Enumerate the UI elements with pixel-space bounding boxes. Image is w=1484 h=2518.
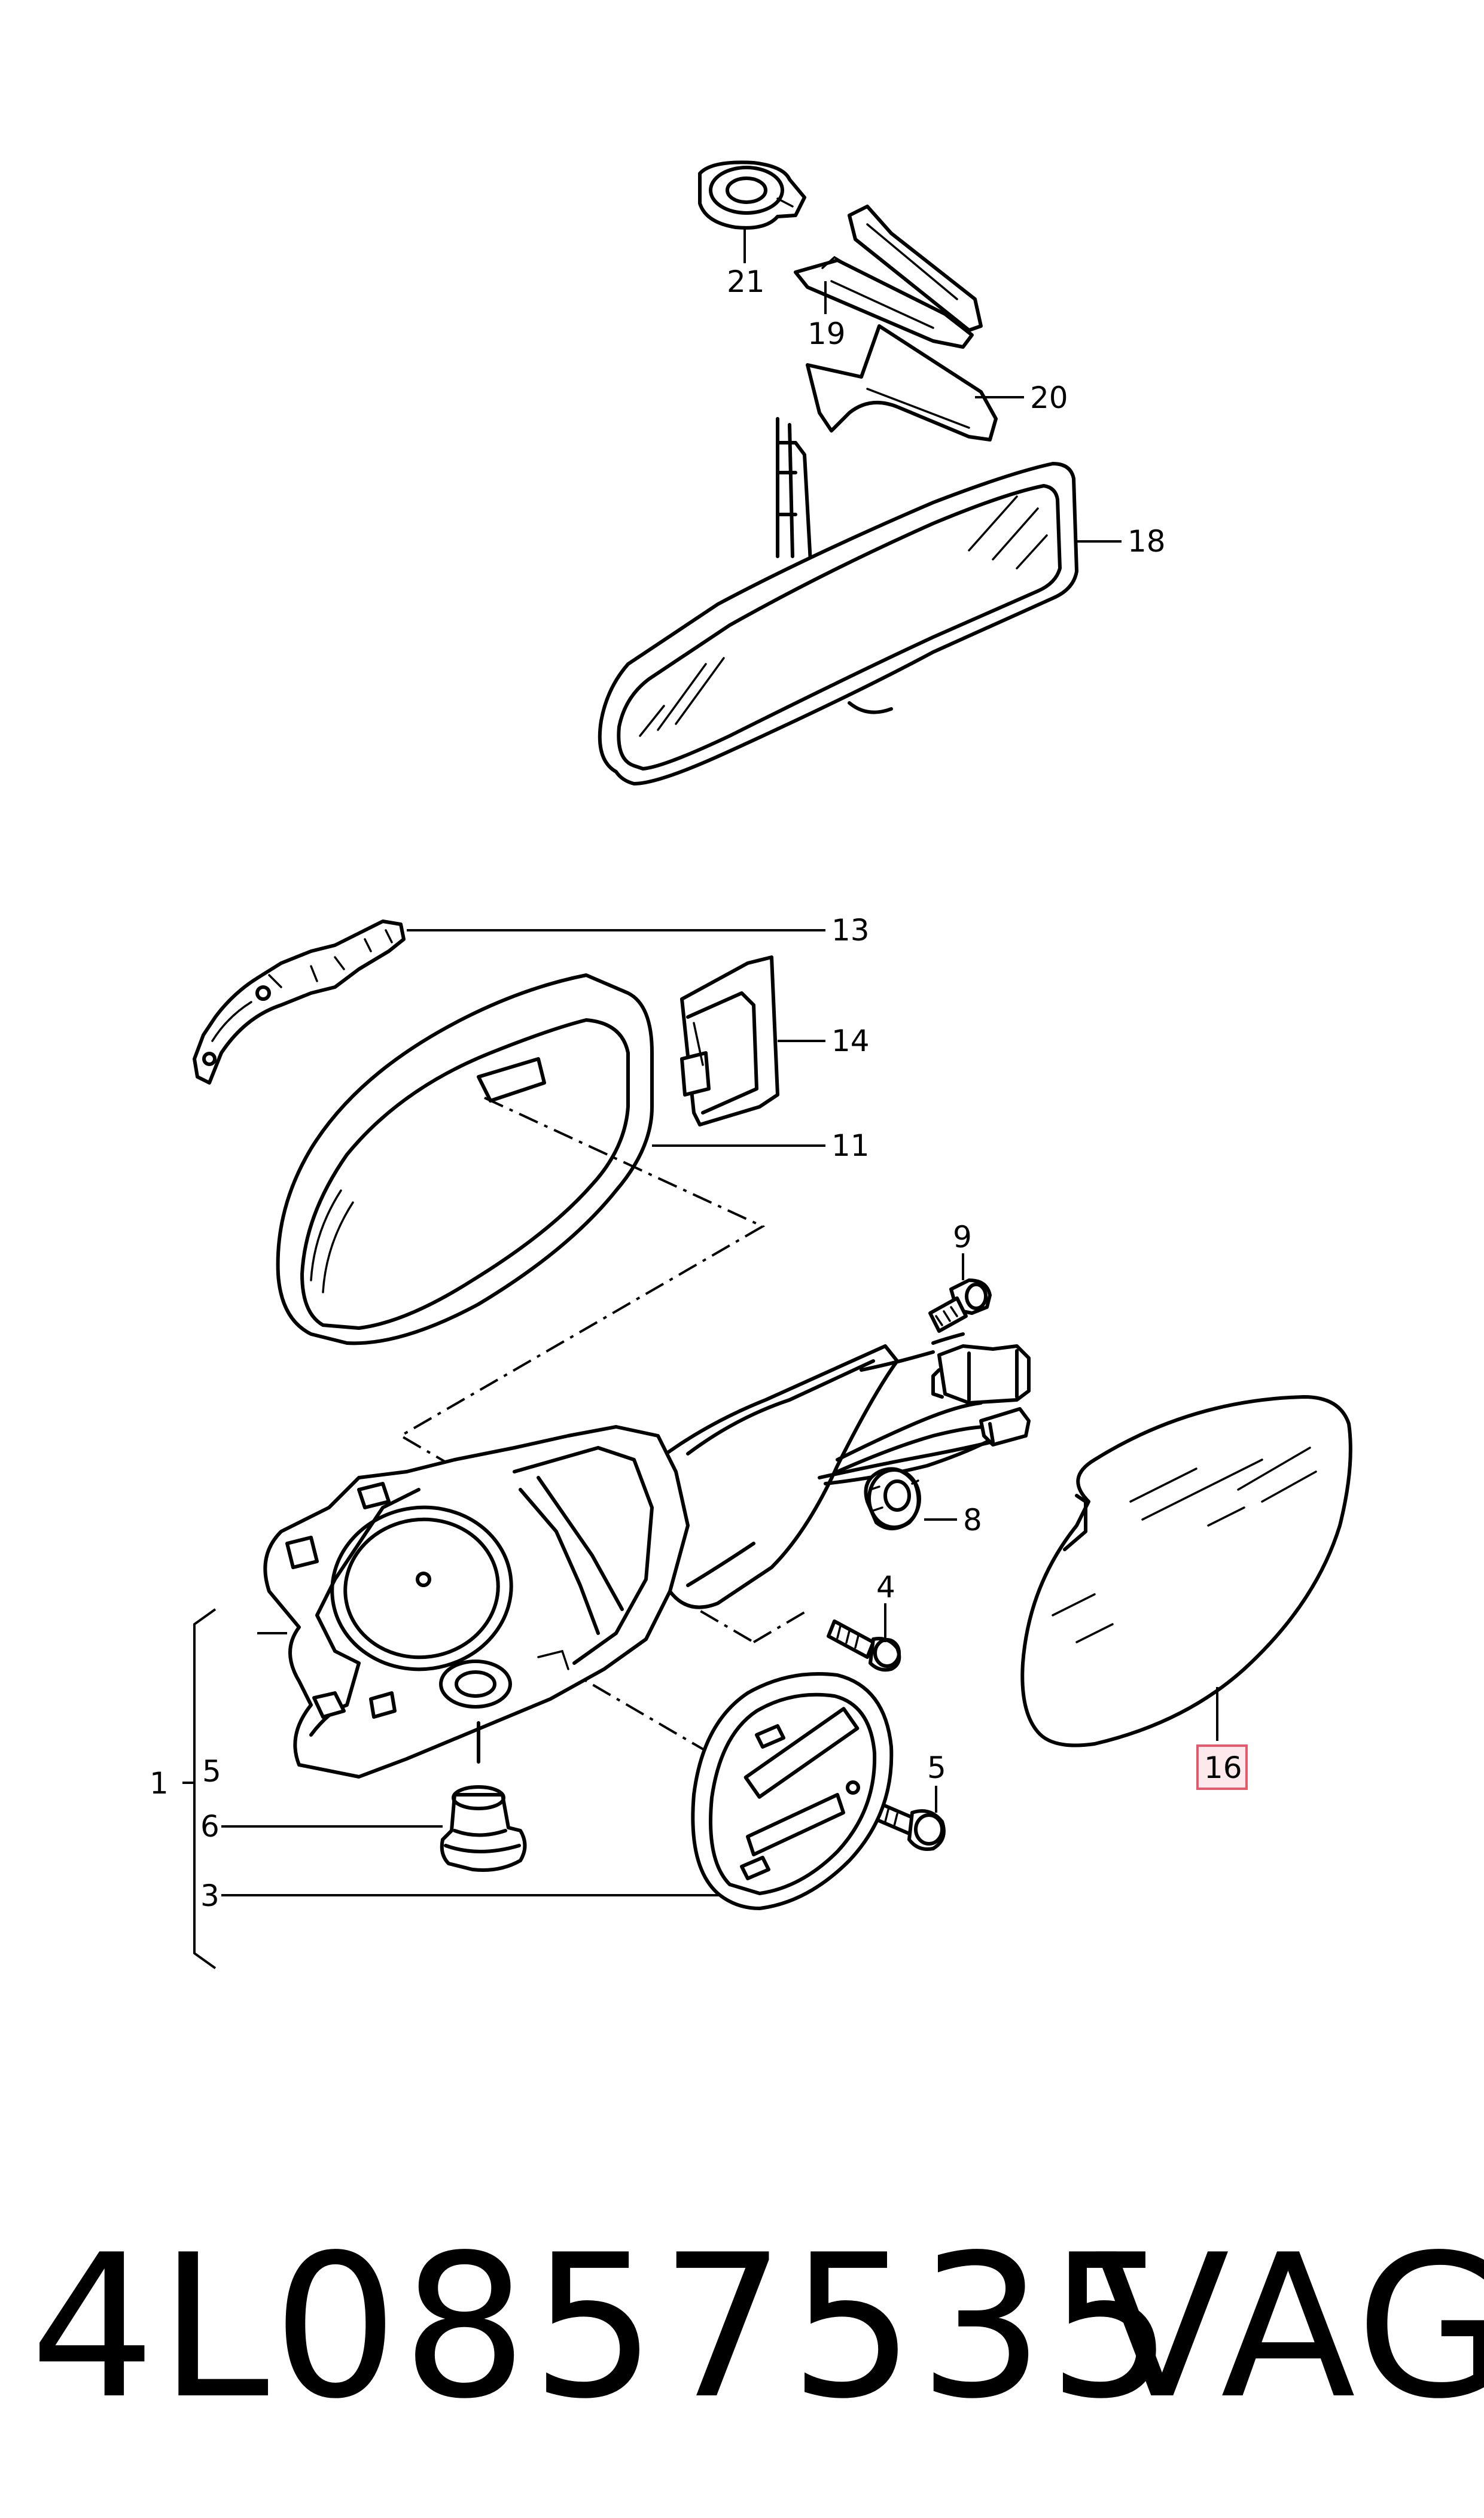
part-13-bracket[interactable] [193,919,406,1085]
callout-1: 1 [150,1766,169,1801]
callout-19: 19 [807,316,846,351]
callout-20: 20 [1030,380,1068,415]
callout-3: 3 [200,1878,220,1913]
callout-5b: 5 [927,1750,946,1785]
callout-8: 8 [963,1503,982,1537]
part-21-sensor[interactable] [698,160,806,230]
callout-11: 11 [831,1128,870,1163]
part-4-screw[interactable] [827,1619,901,1672]
callout-6: 6 [200,1809,220,1844]
part-6-pin[interactable] [440,1785,527,1872]
callout-14: 14 [831,1024,870,1058]
part-11-housing-cap[interactable] [276,973,654,1345]
part-8-grommet[interactable] [864,1467,921,1530]
part-number: 4L0857535 [30,2212,1177,2442]
part-19-cover[interactable] [794,255,974,349]
part-3-carrier-plate[interactable] [691,1672,894,1910]
bracket-group-1 [193,1608,217,1969]
brand-name: VAG [1095,2212,1484,2442]
callout-16-highlight [1196,1744,1248,1790]
callout-9: 9 [953,1220,972,1255]
footer: 4L0857535 VAG [0,2202,1484,2453]
callout-labels: 21 19 20 18 13 14 11 9 8 4 5 1 5 6 3 16 [150,264,1248,1913]
part-16-mirror-glass[interactable] [1020,1395,1352,1747]
leader-lines [182,227,1218,1969]
callout-4: 4 [876,1570,895,1604]
part-20-mount-cover[interactable] [806,324,998,442]
part-20-cover-top[interactable] [848,205,983,332]
part-18-interior-mirror[interactable] [598,417,1078,785]
callout-21: 21 [727,264,765,299]
callout-13: 13 [831,913,870,948]
callout-18: 18 [1128,524,1166,559]
callout-5a: 5 [202,1754,221,1789]
part-9-bolt[interactable] [928,1278,992,1333]
callout-16: 16 [1204,1750,1242,1785]
part-14-turn-signal[interactable] [680,955,779,1126]
part-1-mirror-base[interactable] [263,1344,899,1779]
wiring-harness [818,1332,1031,1485]
